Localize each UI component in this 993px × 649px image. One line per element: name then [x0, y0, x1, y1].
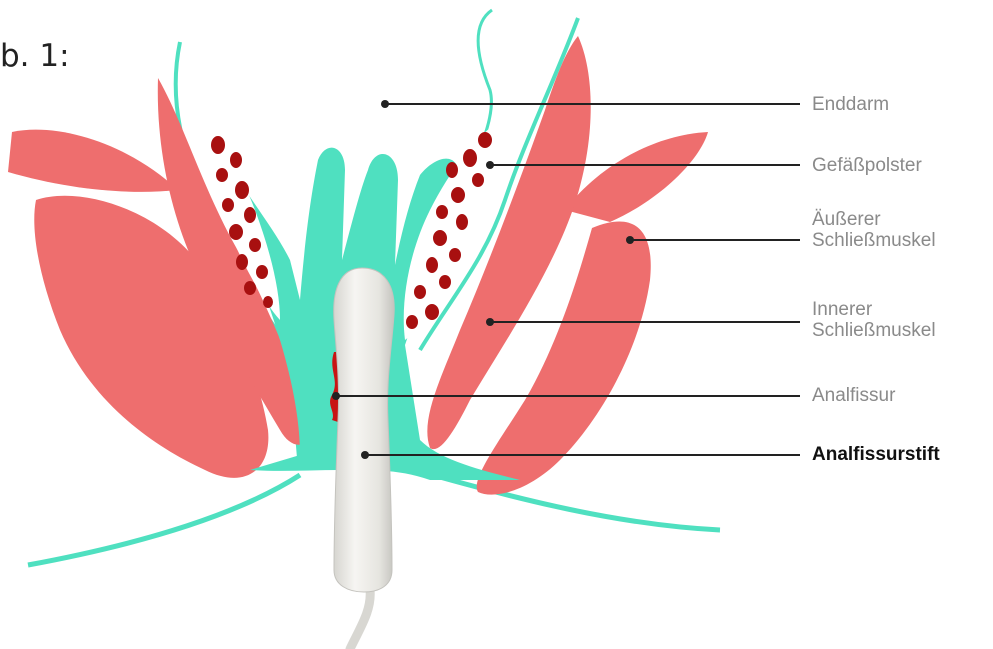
blood-spot [249, 238, 261, 252]
blood-spot [463, 149, 477, 167]
label-external-sphincter-line2: Schließmuskel [812, 230, 936, 251]
leader-dot-fissure-pen [361, 451, 369, 459]
label-external-sphincter: Äußerer Schließmuskel [812, 209, 936, 251]
blood-spot [436, 205, 448, 219]
leader-dot-external-sphincter [626, 236, 634, 244]
blood-spot [426, 257, 438, 273]
blood-spot [229, 224, 243, 240]
label-internal-sphincter: Innerer Schließmuskel [812, 299, 936, 341]
blood-spot [414, 285, 426, 299]
leader-dot-rectum [381, 100, 389, 108]
blood-spot [456, 214, 468, 230]
blood-spot [478, 132, 492, 148]
blood-spot [449, 248, 461, 262]
label-anal-fissure: Analfissur [812, 385, 895, 406]
blood-spot [235, 181, 249, 199]
blood-spot [230, 152, 242, 168]
figure-label: b. 1: [0, 38, 70, 74]
leader-dot-vascular-cushion [486, 161, 494, 169]
leader-dot-internal-sphincter [486, 318, 494, 326]
blood-spot [425, 304, 439, 320]
blood-spot [451, 187, 465, 203]
blood-spot [406, 315, 418, 329]
label-external-sphincter-line1: Äußerer [812, 209, 936, 230]
blood-spot [211, 136, 225, 154]
mucosa-skin-left [28, 475, 300, 565]
blood-spot [433, 230, 447, 246]
analfissur-pen [334, 268, 395, 592]
pen-cable [350, 590, 370, 649]
blood-spot [244, 281, 256, 295]
blood-spot [472, 173, 484, 187]
blood-spot [244, 207, 256, 223]
blood-spot [236, 254, 248, 270]
blood-spot [222, 198, 234, 212]
blood-spot [263, 296, 273, 308]
blood-spot [439, 275, 451, 289]
label-internal-sphincter-line2: Schließmuskel [812, 320, 936, 341]
label-vascular-cushion: Gefäßpolster [812, 155, 922, 176]
label-rectum: Enddarm [812, 94, 889, 115]
label-fissure-pen: Analfissurstift [812, 444, 940, 465]
external-sphincter-left-upper [8, 130, 178, 192]
leader-dot-anal-fissure [332, 392, 340, 400]
label-internal-sphincter-line1: Innerer [812, 299, 936, 320]
blood-spot [446, 162, 458, 178]
blood-spot [216, 168, 228, 182]
blood-spot [256, 265, 268, 279]
